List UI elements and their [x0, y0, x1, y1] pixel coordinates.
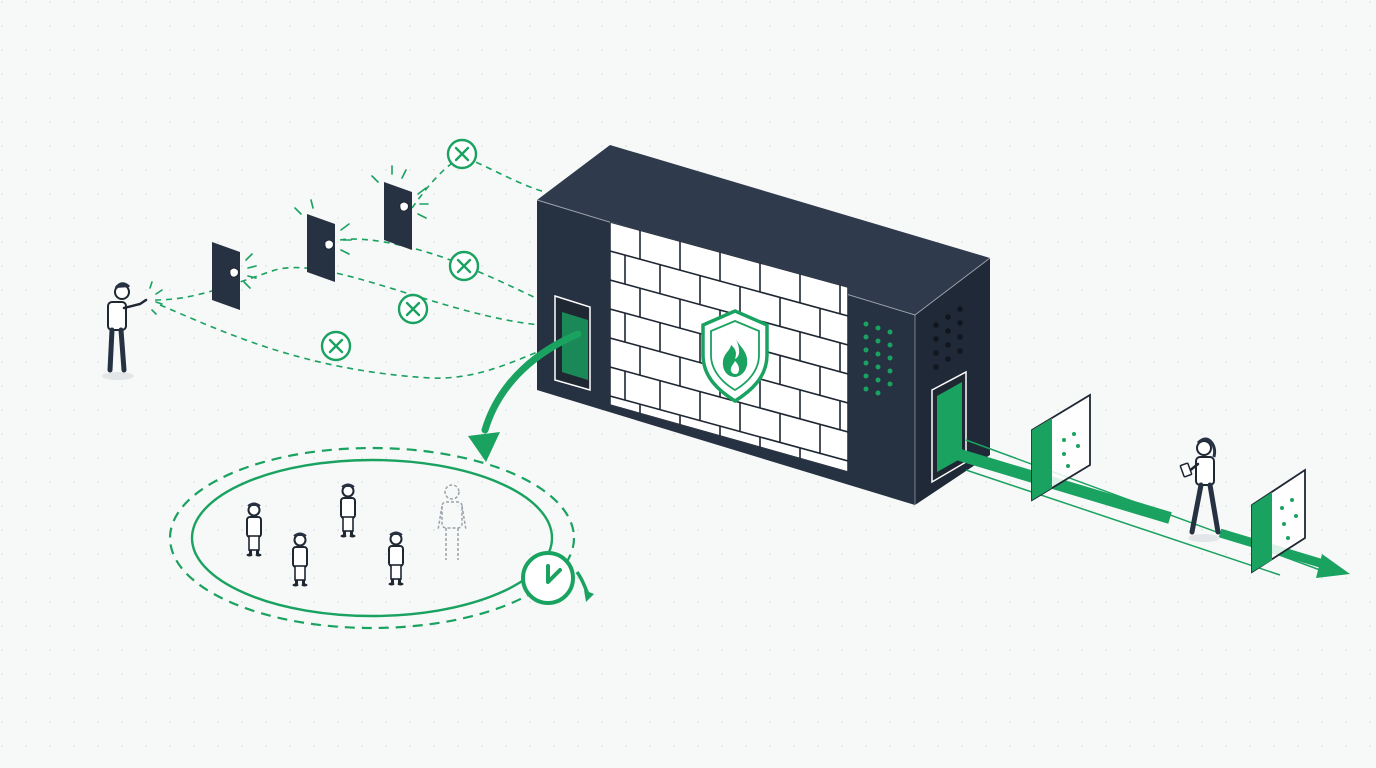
door-knock-icon	[371, 165, 429, 250]
person-icon	[245, 502, 263, 558]
intake-port	[554, 294, 591, 391]
allowed-flow	[958, 393, 1350, 578]
x-circle-icon	[320, 330, 352, 362]
knock-path-4	[159, 304, 556, 379]
blocked-markers	[320, 138, 480, 362]
x-circle-icon	[446, 138, 478, 170]
redirect-arrow	[468, 330, 582, 462]
exit-port	[931, 370, 967, 484]
person-icon	[387, 531, 405, 587]
person-icon	[291, 532, 309, 588]
door-knock-icon	[294, 199, 352, 282]
checkpoint-gate-1	[1031, 393, 1091, 502]
door-knock-icon	[212, 242, 257, 310]
person-icon	[339, 483, 357, 539]
side-vent-grid	[933, 306, 963, 370]
clock-refresh-icon	[521, 551, 594, 605]
checkpoint-gate-2	[1251, 468, 1306, 574]
shield-flame-icon	[701, 309, 769, 404]
person-with-phone-icon	[1179, 437, 1221, 542]
firewall-box	[536, 145, 991, 505]
ghost-person-icon	[437, 484, 467, 560]
firewall-top	[537, 145, 990, 315]
knock-path-1	[154, 266, 541, 326]
person-knocking-icon	[102, 281, 163, 380]
waiting-area	[168, 446, 594, 630]
status-light-grid	[863, 321, 893, 396]
x-circle-icon	[397, 293, 429, 325]
x-circle-icon	[448, 250, 480, 282]
knock-doors	[212, 165, 429, 310]
